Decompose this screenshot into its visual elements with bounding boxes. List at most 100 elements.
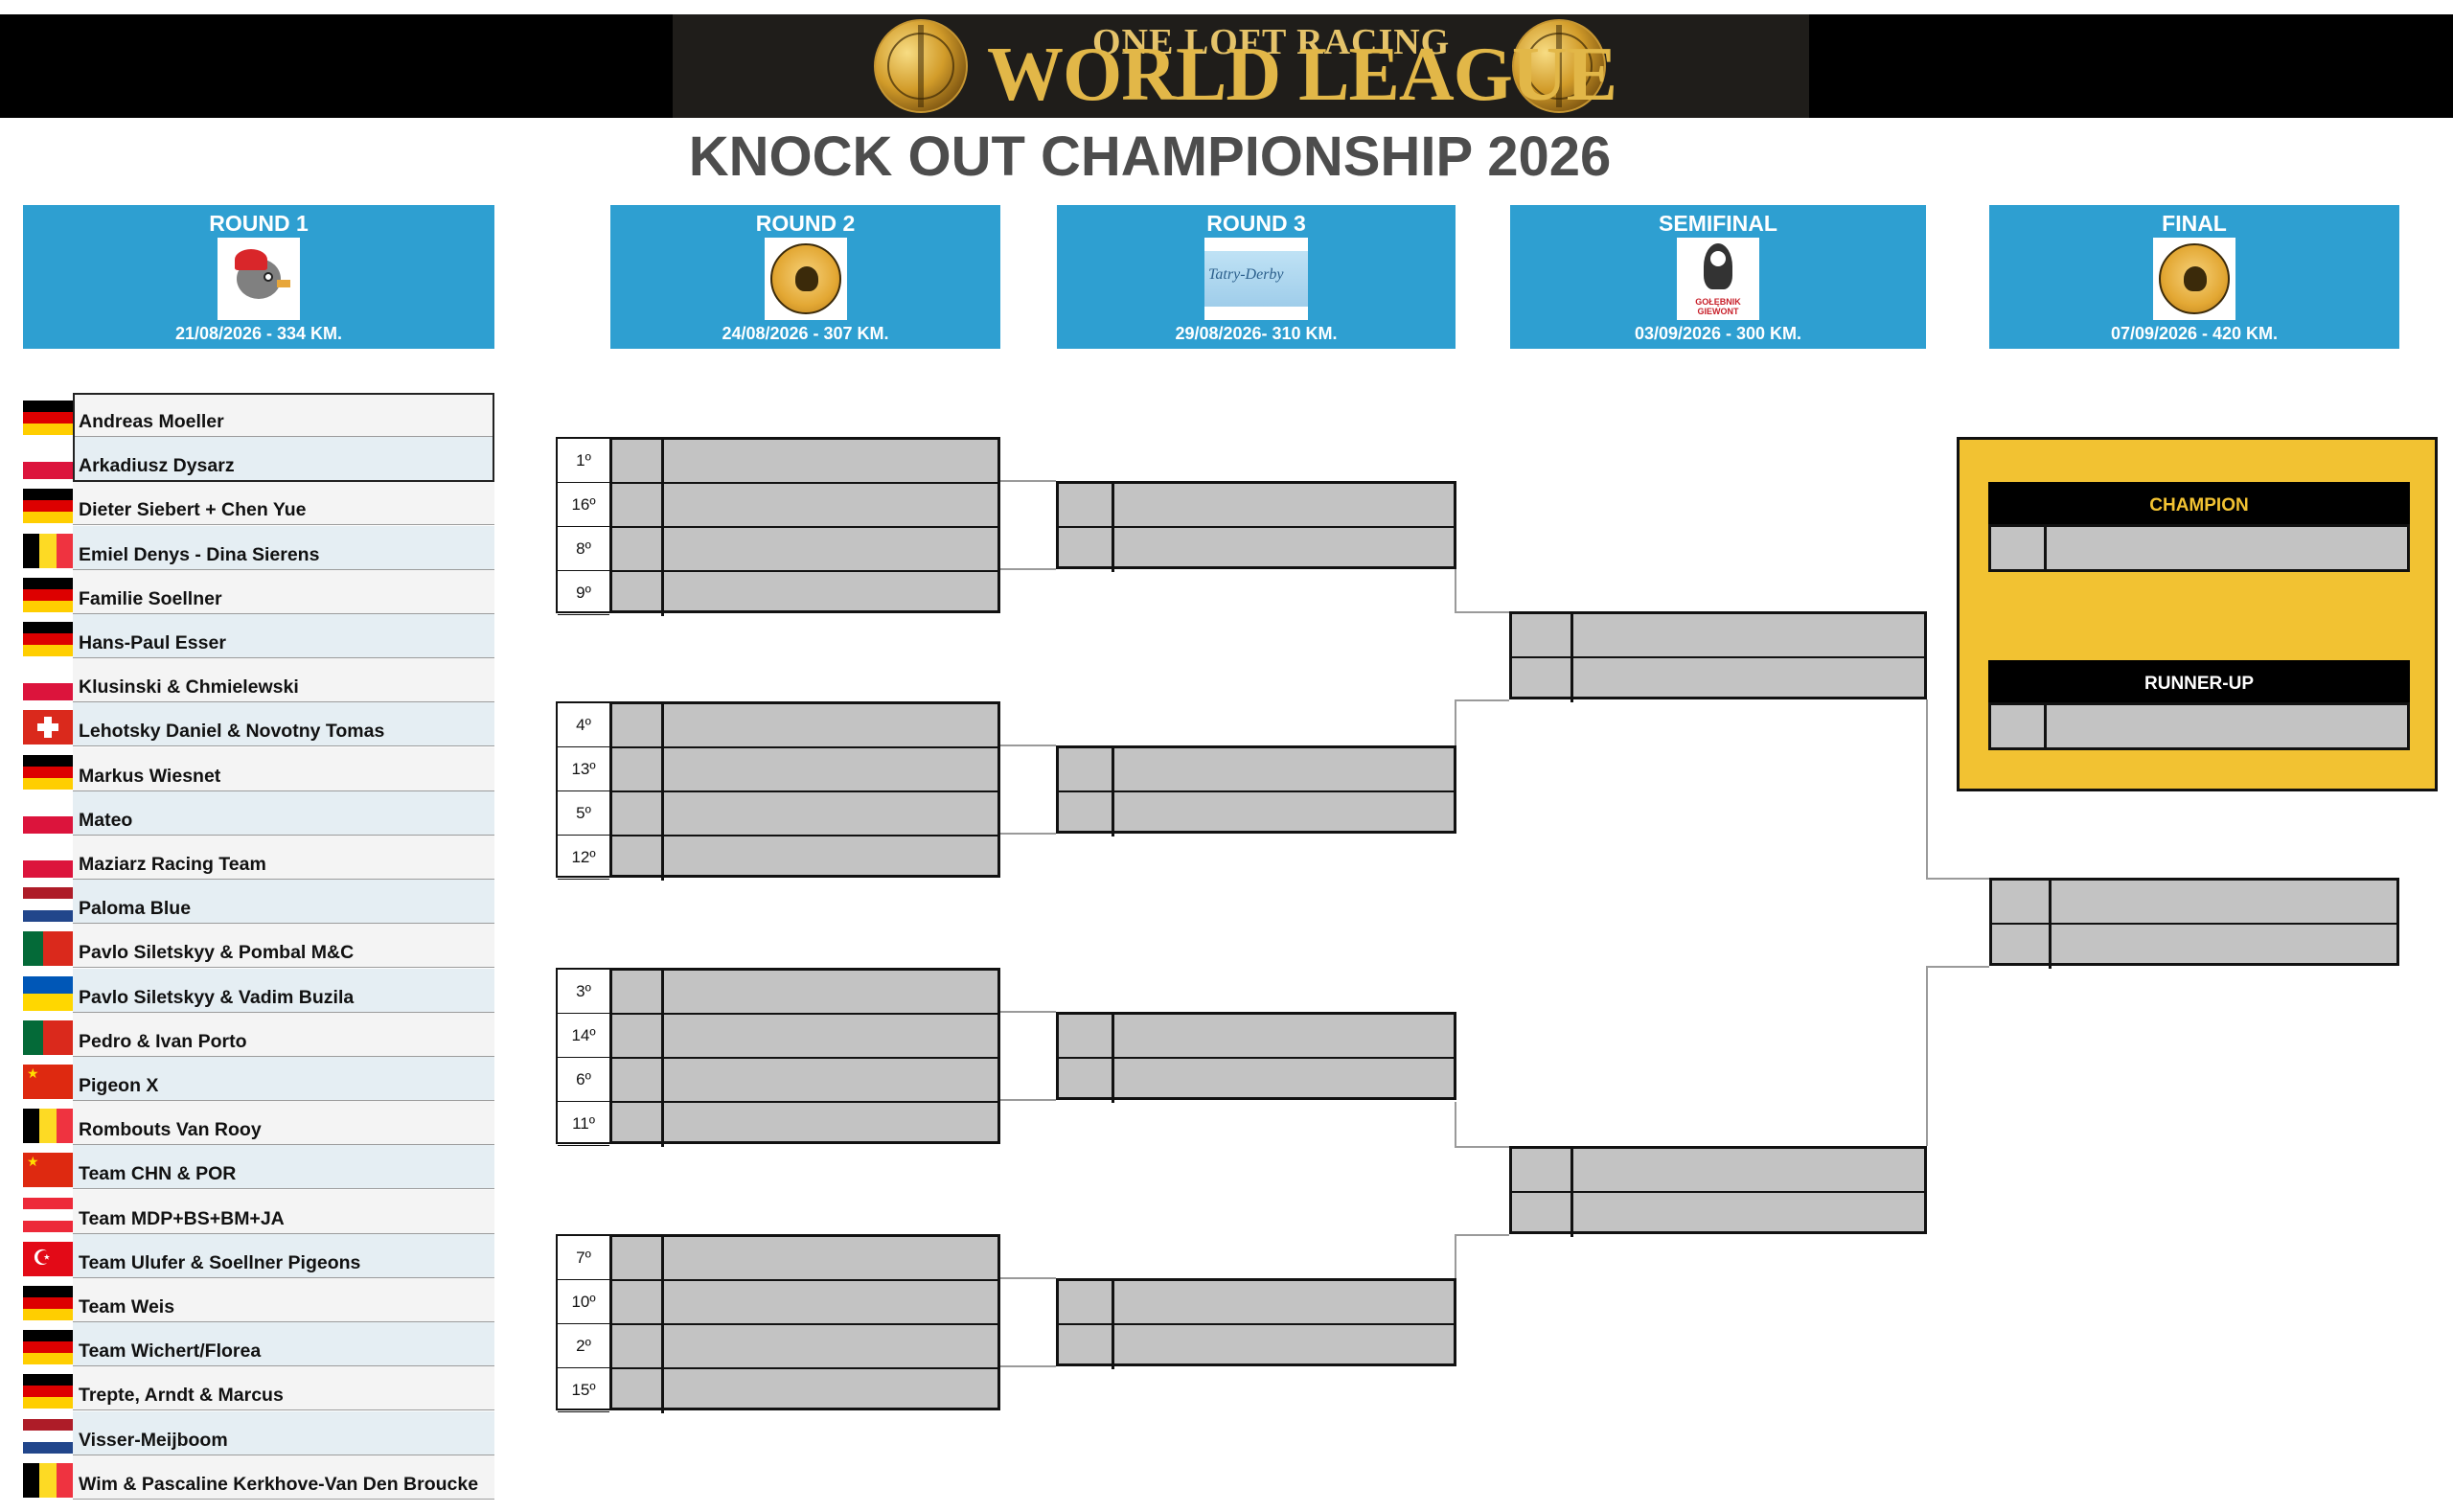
bracket-slot-row <box>612 484 997 528</box>
round-date: 07/09/2026 - 420 KM. <box>2110 324 2279 343</box>
round-header-2: ROUND 2 24/08/2026 - 307 KM. <box>610 205 1000 349</box>
participant-row: Markus Wiesnet <box>73 746 494 791</box>
round-header-3: ROUND 3 Tatry-Derby 29/08/2026- 310 KM. <box>1057 205 1456 349</box>
bracket-connector <box>1000 745 1056 746</box>
participant-row: Team MDP+BS+BM+JA <box>73 1189 494 1234</box>
participant-name: Pavlo Siletskyy & Vadim Buzila <box>79 986 355 1008</box>
bracket-slot-row <box>1059 1281 1454 1325</box>
participant-row: Familie Soellner <box>73 569 494 614</box>
participant-name: Trepte, Arndt & Marcus <box>79 1385 284 1407</box>
golebnik-logo-icon: GOŁĘBNIK GIEWONT <box>1677 238 1759 320</box>
participant-row: Team Weis <box>73 1278 494 1322</box>
bracket-slot-row <box>612 528 997 572</box>
page-title: KNOCK OUT CHAMPIONSHIP 2026 <box>688 126 1612 188</box>
bracket-connector <box>1000 1277 1056 1279</box>
bracket-slot-row <box>612 748 997 792</box>
bracket-connector <box>1926 966 1989 968</box>
flag-tr-icon: ☪ <box>23 1241 73 1276</box>
participant-name: Pavlo Siletskyy & Pombal M&C <box>79 942 355 964</box>
seed-label: 10º <box>558 1280 609 1324</box>
flag-pt-icon <box>23 1019 73 1055</box>
flag-de-icon <box>23 577 73 612</box>
flag-pl-icon <box>23 798 73 834</box>
flag-cn-icon: ★ <box>23 1153 73 1188</box>
participant-row: Klusinski & Chmielewski <box>73 658 494 703</box>
seed-label: 1º <box>558 439 609 483</box>
bracket-connector <box>1926 878 1989 880</box>
seed-label: 3º <box>558 970 609 1014</box>
bracket-connector <box>1000 833 1056 835</box>
participant-name: Team Weis <box>79 1296 175 1317</box>
flag-nl-icon <box>23 887 73 923</box>
bracket-connector <box>1000 1099 1056 1101</box>
seed-label: 4º <box>558 703 609 747</box>
bracket-slot-row <box>612 1103 997 1147</box>
bracket-slot-row <box>1512 614 1924 658</box>
bracket-slot-row <box>1059 1325 1454 1369</box>
flag-pt-icon <box>23 931 73 967</box>
participant-row: Team Ulufer & Soellner Pigeons <box>73 1233 494 1278</box>
bracket-slot-row <box>1512 658 1924 702</box>
participant-row: Visser-Meijboom <box>73 1410 494 1455</box>
flag-nl-icon <box>23 1418 73 1454</box>
participant-row: Pavlo Siletskyy & Pombal M&C <box>73 924 494 969</box>
seed-label: 12º <box>558 836 609 880</box>
bracket-slot-row <box>1059 748 1454 792</box>
bracket-slot-row <box>612 1369 997 1413</box>
runner-up-slot <box>1988 702 2410 750</box>
participant-name: Pigeon X <box>79 1075 159 1096</box>
round2-slot <box>609 437 1000 616</box>
flag-be-icon <box>23 1109 73 1144</box>
bracket-connector <box>1455 699 1456 745</box>
bracket-slot-row <box>612 1325 997 1369</box>
round-header-final: FINAL 07/09/2026 - 420 KM. <box>1989 205 2399 349</box>
participant-name: Team Wichert/Florea <box>79 1340 262 1363</box>
round-title: ROUND 1 <box>209 211 309 236</box>
flag-de-icon <box>23 401 73 435</box>
seed-label: 9º <box>558 571 609 615</box>
seed-label: 13º <box>558 747 609 791</box>
round2-slot <box>609 968 1000 1147</box>
flag-de-icon <box>23 754 73 790</box>
awards-panel: CHAMPION RUNNER-UP <box>1957 437 2438 791</box>
participant-name: Team MDP+BS+BM+JA <box>79 1207 285 1229</box>
round3-slot <box>1056 1278 1456 1369</box>
flag-pl-icon <box>23 843 73 878</box>
participant-name: Team CHN & POR <box>79 1163 237 1185</box>
flag-be-icon <box>23 1462 73 1498</box>
globe-icon <box>1512 19 1606 113</box>
flag-be-icon <box>23 533 73 568</box>
participant-row: Andreas Moeller <box>73 393 494 437</box>
champion-header: CHAMPION <box>1988 482 2410 526</box>
flag-ua-icon <box>23 975 73 1011</box>
participant-name: Arkadiusz Dysarz <box>79 455 235 477</box>
participant-name: Andreas Moeller <box>79 411 224 432</box>
round-date: 21/08/2026 - 334 KM. <box>174 324 343 343</box>
flag-de-icon <box>23 489 73 524</box>
bracket-connector <box>1455 699 1509 701</box>
participant-row: Arkadiusz Dysarz <box>73 437 494 482</box>
flag-cn-icon: ★ <box>23 1065 73 1099</box>
round-date: 29/08/2026- 310 KM. <box>1175 324 1338 343</box>
derby-crest-icon <box>2153 238 2235 320</box>
participant-row: Mateo <box>73 790 494 836</box>
bracket-connector <box>1455 1234 1509 1236</box>
logo-line-2: WORLD LEAGUE <box>987 33 1617 117</box>
seed-label: 14º <box>558 1014 609 1058</box>
participant-row: Pavlo Siletskyy & Vadim Buzila <box>73 968 494 1013</box>
bracket-connector <box>1000 1365 1056 1367</box>
seed-label: 7º <box>558 1236 609 1280</box>
pigeon-logo-icon <box>218 238 300 320</box>
semifinal-slot <box>1509 1146 1927 1237</box>
logo-line-1: ONE LOFT RACING <box>1092 22 1451 62</box>
bracket-slot-row <box>1512 1149 1924 1193</box>
seed-label: 11º <box>558 1102 609 1146</box>
bracket-connector <box>1455 1234 1456 1278</box>
flag-de-icon <box>23 1286 73 1320</box>
champion-label: CHAMPION <box>2149 495 2249 515</box>
bracket-slot-row <box>612 1237 997 1281</box>
seed-label: 15º <box>558 1368 609 1412</box>
flag-de-icon <box>23 622 73 656</box>
flag-de-icon <box>23 1330 73 1365</box>
